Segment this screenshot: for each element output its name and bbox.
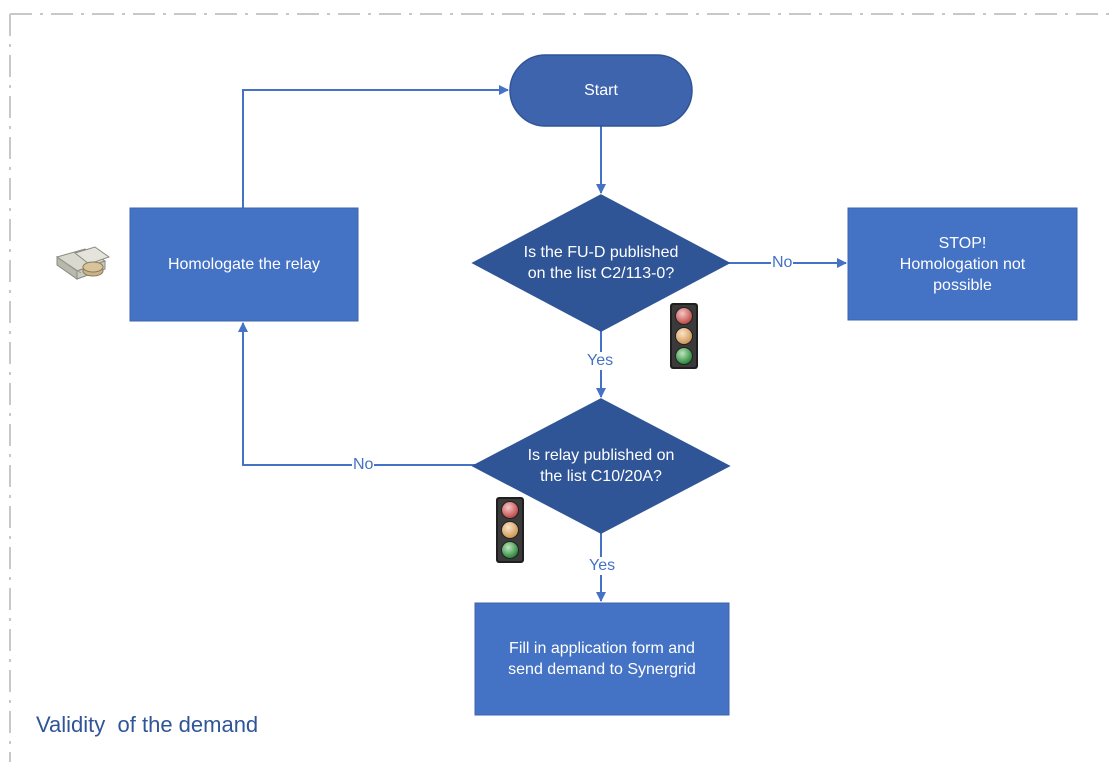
edge-label-fud-no: No [771, 254, 794, 272]
frame-border [9, 13, 1110, 762]
homologate-label: Homologate the relay [167, 256, 321, 273]
traffic-light-icon [496, 497, 524, 563]
decision-relay-label: Is relay published on the list C10/20A? [527, 447, 675, 485]
start-label: Start [584, 82, 618, 99]
edge-label-relay-yes: Yes [588, 557, 617, 575]
edge-label-fud-yes: Yes [586, 352, 615, 370]
decision-relay-diamond [471, 398, 731, 534]
homologate-box [129, 207, 359, 322]
stop-box [847, 207, 1078, 321]
edge-label-relay-no: No [352, 456, 375, 474]
decision-fud-diamond [471, 194, 731, 332]
stop-label: STOP! Homologation not possible [899, 234, 1026, 294]
connector-homologate-to-start [242, 85, 509, 208]
frame-title: Validity of the demand [36, 712, 259, 737]
start-terminator [509, 54, 693, 127]
connector-relay-to-homologate [238, 322, 476, 466]
money-stack-icon [55, 246, 111, 280]
fill-form-label: Fill in application form and send demand… [508, 640, 696, 678]
traffic-light-icon [670, 303, 698, 369]
fill-form-box [474, 602, 730, 716]
decision-fud-label: Is the FU-D published on the list C2/113… [523, 244, 679, 282]
